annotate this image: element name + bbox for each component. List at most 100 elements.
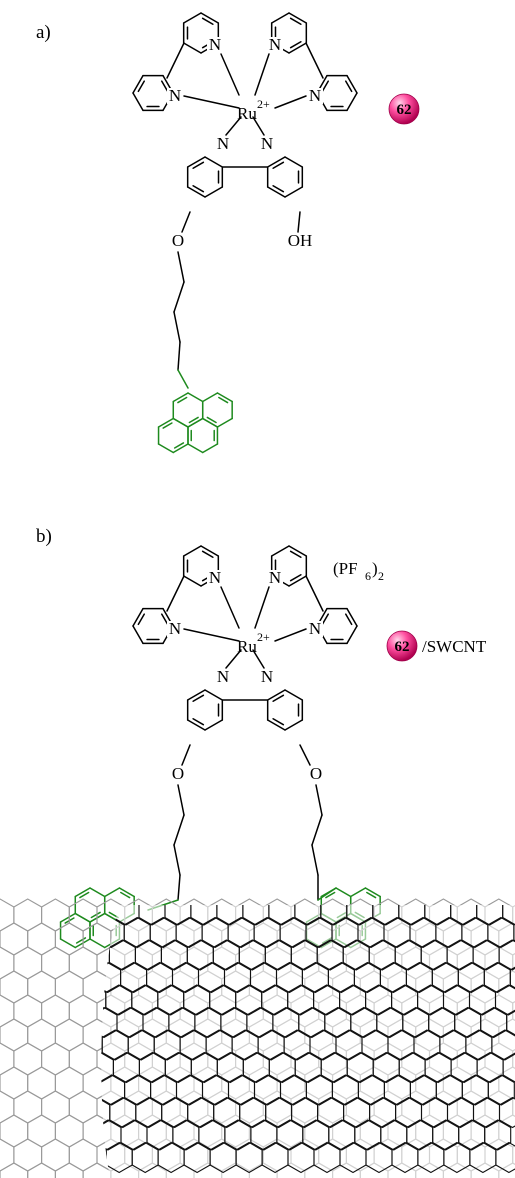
pyrene-b-right-ring1-double-bond xyxy=(325,891,336,899)
pyridine-l-double-bond xyxy=(137,613,146,626)
n-top-right-mask xyxy=(267,37,283,53)
tube-front-hexagon xyxy=(190,905,218,926)
pyrene-b-right-ring2-bond xyxy=(364,887,381,898)
pyrene-b-left-ring4-bond xyxy=(59,938,77,949)
n-left-mask xyxy=(167,88,183,104)
badge-circle-b xyxy=(386,630,418,662)
bpy-link-left xyxy=(166,575,185,612)
tube-back-hexagon xyxy=(54,1066,84,1100)
pyridine-l-bond xyxy=(132,74,144,94)
tube-back-hexagon xyxy=(68,946,98,980)
tube-front-group xyxy=(43,905,515,1174)
pyridine-r-double-bond xyxy=(321,613,330,626)
tube-front-hexagon xyxy=(138,905,166,926)
alkyl-chain-bond xyxy=(173,311,181,343)
tube-back-hexagon xyxy=(41,946,70,980)
pyrene-a-ring1-double-bond xyxy=(188,416,199,424)
pyridine-bl-double-bond xyxy=(192,184,205,193)
pyridine-l-double-bond xyxy=(137,80,146,93)
n-left: N xyxy=(169,86,181,105)
tube-front-hexagon xyxy=(58,1098,84,1128)
pyridine-l-bond xyxy=(132,607,144,627)
tube-front-hexagon xyxy=(216,905,244,926)
n-bottom-left: N xyxy=(217,667,229,686)
tube-front-hexagon xyxy=(495,1141,515,1174)
pyrene-a-ring4-bond xyxy=(172,417,189,428)
tube-back-hexagon xyxy=(0,1042,15,1076)
ring-o-bond xyxy=(181,211,191,233)
n-top-right: N xyxy=(269,568,281,587)
pyrene-a-ring4-double-bond xyxy=(162,422,173,429)
tube-back-hexagon xyxy=(0,1138,15,1172)
pyrene-a-ring2-double-bond xyxy=(218,396,229,404)
pyridine-bl-bond xyxy=(204,689,224,701)
nanotube-front-lattice xyxy=(43,905,515,1178)
ring-o-bond xyxy=(181,744,191,766)
n-bottom-right: N xyxy=(261,667,273,686)
n-left: N xyxy=(169,619,181,638)
pyridine-tl-bond xyxy=(182,545,202,557)
carbon-nanotube xyxy=(0,898,515,1178)
pyrene-b-left-ring3-bond xyxy=(89,938,106,949)
pyrene-link xyxy=(177,369,189,389)
ru-n-bond xyxy=(225,116,242,136)
pyridine-tr-bond xyxy=(270,545,290,557)
n-bottom-left-mask xyxy=(215,136,231,152)
tube-front-hexagon xyxy=(43,1120,69,1150)
ru-n-bond xyxy=(252,649,265,669)
compound-badge-a: 62 xyxy=(388,93,420,125)
pyridine-l-double-bond xyxy=(160,613,169,626)
pyridine-br-double-bond xyxy=(272,161,285,170)
n-top-left: N xyxy=(209,568,221,587)
pyridine-bl-bond xyxy=(204,719,224,731)
compound-badge-b: 62 /SWCNT xyxy=(386,630,487,662)
tube-back-hexagon xyxy=(0,1018,29,1052)
pyrene-a-ring4-double-bond xyxy=(173,442,185,449)
tube-front-hexagon xyxy=(54,1143,80,1173)
oxygen-a: O xyxy=(172,231,184,250)
tube-back-hexagon xyxy=(27,1018,56,1052)
badge-suffix-b: /SWCNT xyxy=(422,637,487,656)
pyrene-a-ring4-bond xyxy=(157,443,175,454)
pyridine-bl-bond xyxy=(186,719,206,731)
tube-front-hexagon xyxy=(498,939,515,971)
tube-back-hexagon xyxy=(0,1066,29,1100)
tube-front-hexagon xyxy=(320,905,348,926)
tube-back-hexagon xyxy=(0,1090,15,1124)
pyridine-tr-double-bond xyxy=(289,573,302,582)
tube-front-hexagon xyxy=(54,985,80,1015)
tube-back-hexagon xyxy=(54,970,84,1004)
counterion-close: ) xyxy=(372,559,378,578)
n-top-right: N xyxy=(269,35,281,54)
tube-back-hexagon xyxy=(68,1090,98,1124)
alkyl-chain-bond xyxy=(177,251,185,283)
tube-back-hexagon xyxy=(27,1066,56,1100)
pyrene-a-ring2-bond xyxy=(216,417,233,428)
alkyl-chain-right-bond xyxy=(315,784,323,816)
tube-back-hexagon xyxy=(68,1042,98,1076)
alkyl-chain-left-bond xyxy=(173,814,185,846)
pyridine-l-double-bond xyxy=(160,80,169,93)
pyrene-a-ring1-bond xyxy=(187,392,204,403)
tube-back-hexagon xyxy=(82,922,112,956)
pyridine-tl-double-bond xyxy=(201,550,214,559)
pyrene-b-left-ring1-bond xyxy=(74,887,91,898)
pyridine-tl-double-bond xyxy=(201,17,214,26)
tube-back-hexagon xyxy=(0,922,29,956)
tube-front-hexagon xyxy=(268,905,296,926)
ru-n-bond xyxy=(225,649,242,669)
tube-front-hexagon xyxy=(50,1030,76,1060)
pyrene-a-ring4-bond xyxy=(157,417,175,428)
n-bottom-right-mask xyxy=(259,136,275,152)
tube-back-hexagon xyxy=(0,994,15,1028)
pyridine-bl-double-bond xyxy=(192,694,205,703)
pyridine-tl-bond xyxy=(200,12,220,24)
tube-back-hexagon xyxy=(13,1042,43,1076)
tube-back-hexagon xyxy=(13,1138,43,1172)
n-right-mask xyxy=(307,88,323,104)
tube-back-hexagon xyxy=(41,898,70,932)
pyridine-l-bond xyxy=(132,625,144,645)
tube-front-hexagon xyxy=(476,905,504,926)
pyridine-r-bond xyxy=(346,625,358,645)
tube-back-hexagon xyxy=(0,1162,29,1178)
